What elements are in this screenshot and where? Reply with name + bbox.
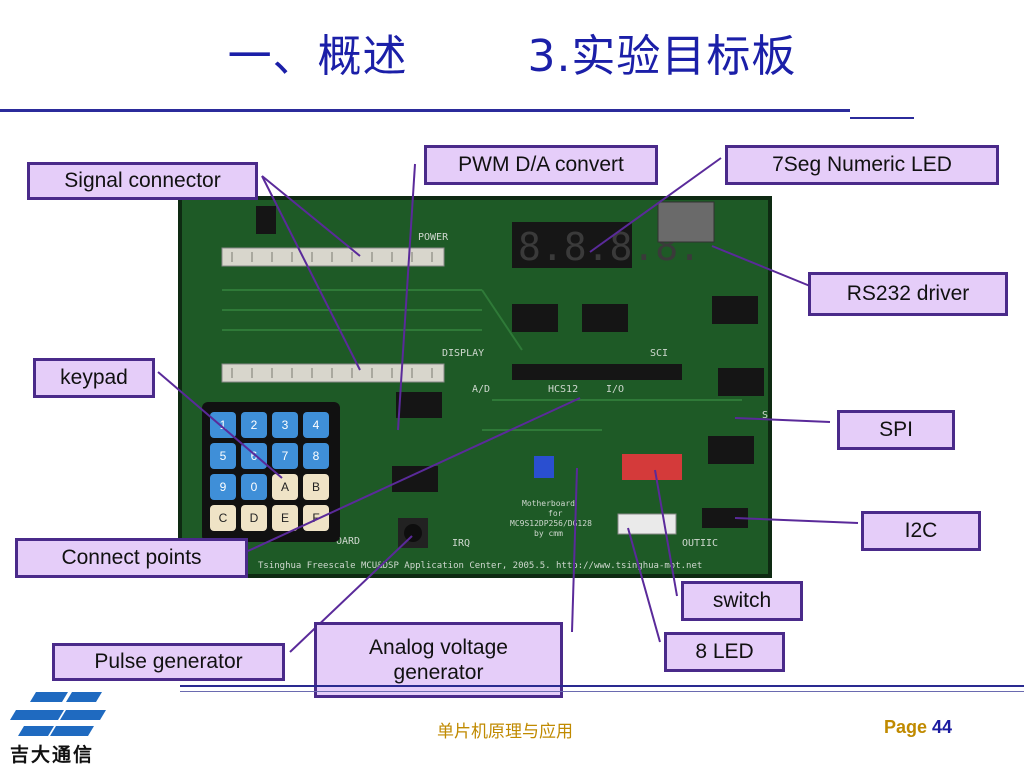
ic-chip [396,392,442,418]
silk-spi: SP [762,410,768,421]
keypad-key: 6 [241,443,267,469]
logo-mark [10,692,106,736]
ic-chip [712,296,758,324]
silk-hcs12: HCS12 [548,384,578,395]
ic-chip [392,466,438,492]
keypad-key: 2 [241,412,267,438]
keypad-key: 3 [272,412,298,438]
silk-mcu: MC9S12DP256/DG128 [510,519,592,528]
keypad-key: 1 [210,412,236,438]
label-switch: switch [681,581,803,621]
silk-for: for [548,509,563,518]
silk-out: OUT [682,538,700,549]
footer-divider [180,685,1024,687]
label-pulse-generator: Pulse generator [52,643,285,681]
silk-bycmm: by cmm [534,529,563,538]
label-analog-line1: Analog voltage [369,635,508,659]
title-divider-right [850,117,914,119]
keypad-key: 9 [210,474,236,500]
label-spi: SPI [837,410,955,450]
mcu-header [512,364,682,380]
jlu-communications-logo [10,692,106,736]
silk-irq: IRQ [452,538,470,549]
silk-motherboard: Motherboard [522,499,575,508]
potentiometer [534,456,554,478]
led-bar [617,513,677,535]
keypad-key: 0 [241,474,267,500]
keypad-key: C [210,505,236,531]
keypad-key: 4 [303,412,329,438]
label-8-led: 8 LED [664,632,785,672]
ic-chip [582,304,628,332]
keypad-key: A [272,474,298,500]
label-keypad: keypad [33,358,155,398]
label-signal-connector: Signal connector [27,162,258,200]
ic-chip [702,508,748,528]
power-jack [256,206,276,234]
ic-chip [718,368,764,396]
silk-io: I/O [606,384,624,395]
footer-divider-thin [180,691,1024,692]
pulse-button-cap [404,524,422,542]
keypad-key: D [241,505,267,531]
logo-text: 吉大通信 [10,744,95,766]
keypad-key: 5 [210,443,236,469]
label-connect-points: Connect points [15,538,248,578]
keypad-key: E [272,505,298,531]
label-analog-line2: generator [393,661,484,684]
slide-title: 一、概述 3.实验目标板 [227,31,797,82]
ic-chip [512,304,558,332]
target-board-image: 8.8.8.8. POWER DISPLAY SCI A/D HCS12 I [178,196,772,578]
ic-chip [708,436,754,464]
keypad-key: 8 [303,443,329,469]
label-rs232-driver: RS232 driver [808,272,1008,316]
silk-footer: Tsinghua Freescale MCU&DSP Application C… [258,561,702,571]
label-7seg-numeric-led: 7Seg Numeric LED [725,145,999,185]
keypad-key: F [303,505,329,531]
page-indicator: Page 44 [884,717,952,738]
page-label: Page [884,717,928,737]
page-number: 44 [932,717,953,737]
silk-iic: IIC [700,538,718,549]
keypad-key: 7 [272,443,298,469]
silk-power: POWER [418,232,449,243]
silk-display: DISPLAY [442,348,484,359]
keypad-key: B [303,474,329,500]
signal-connector-top [221,247,445,267]
dip-switch [622,454,682,480]
signal-connector-bottom [221,363,445,383]
title-divider [0,109,850,112]
footer-course-title: 单片机原理与应用 [437,722,573,742]
silk-ad: A/D [472,384,490,395]
silk-sci: SCI [650,348,668,359]
db9-connector [657,201,715,243]
label-i2c: I2C [861,511,981,551]
label-pwm-da-convert: PWM D/A convert [424,145,658,185]
